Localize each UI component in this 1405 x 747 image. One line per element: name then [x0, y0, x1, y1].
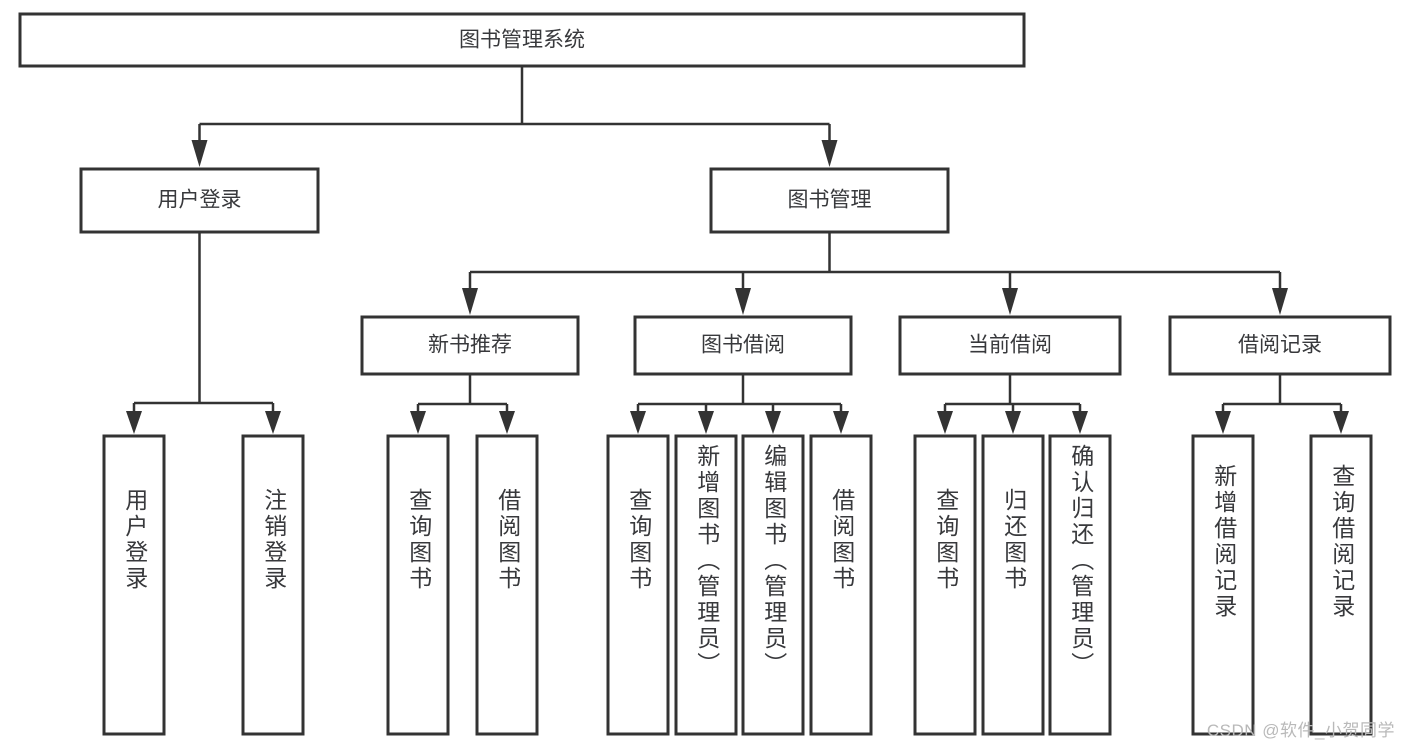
arrow-icon-records-leaf2 — [1333, 411, 1349, 434]
arrow-icon-current-leaf2 — [1005, 411, 1021, 434]
node-book-borrow[interactable]: 图书借阅 — [633, 315, 853, 376]
leaf-box-confirm-return-admin[interactable] — [1048, 434, 1112, 736]
node-book-management-box[interactable] — [709, 167, 950, 234]
node-current-borrow[interactable]: 当前借阅 — [898, 315, 1122, 376]
node-book-borrow-label: 图书借阅 — [701, 334, 785, 357]
arrow-icon-borrow-leaf2 — [698, 411, 714, 434]
leaf-box-user-login[interactable] — [102, 434, 166, 736]
leaf-box-query-book-rec[interactable] — [386, 434, 450, 736]
node-current-borrow-label: 当前借阅 — [968, 334, 1052, 357]
connector-group — [126, 66, 1349, 434]
arrow-icon-new-books-leaf2 — [499, 411, 515, 434]
node-root[interactable]: 图书管理系统 — [18, 12, 1026, 68]
arrow-icon-user-login-leaf1 — [126, 411, 142, 434]
leaf-box-return-book[interactable] — [981, 434, 1045, 736]
arrow-icon-new-books-leaf1 — [410, 411, 426, 434]
leaf-box-group — [102, 434, 1373, 736]
node-book-borrow-box[interactable] — [633, 315, 853, 376]
arrow-icon-current-leaf3 — [1072, 411, 1088, 434]
node-book-management-label: 图书管理 — [788, 189, 872, 212]
node-borrow-records-label: 借阅记录 — [1238, 334, 1322, 357]
arrow-icon-records-leaf1 — [1215, 411, 1231, 434]
arrow-icon-to-borrow — [735, 288, 751, 315]
node-new-book-recommend-label: 新书推荐 — [428, 334, 512, 357]
node-user-login[interactable]: 用户登录 — [79, 167, 320, 234]
arrow-icon-borrow-leaf1 — [630, 411, 646, 434]
leaf-box-add-borrow-record[interactable] — [1191, 434, 1255, 736]
arrow-icon-user-login-leaf2 — [265, 411, 281, 434]
arrow-icon-current-leaf1 — [937, 411, 953, 434]
node-user-login-box[interactable] — [79, 167, 320, 234]
watermark-text: CSDN @软件_小贺同学 — [1206, 721, 1395, 740]
node-new-book-recommend-box[interactable] — [360, 315, 580, 376]
arrow-icon-to-new-books — [462, 288, 478, 315]
leaf-box-borrow-book-rec[interactable] — [475, 434, 539, 736]
node-borrow-records[interactable]: 借阅记录 — [1168, 315, 1392, 376]
leaf-box-edit-book-admin[interactable] — [741, 434, 805, 736]
arrow-icon-borrow-leaf3 — [765, 411, 781, 434]
arrow-icon-root-to-user-login — [191, 140, 208, 167]
node-new-book-recommend[interactable]: 新书推荐 — [360, 315, 580, 376]
leaf-box-add-book-admin[interactable] — [674, 434, 738, 736]
arrow-icon-borrow-leaf4 — [833, 411, 849, 434]
arrow-icon-root-to-book-mgmt — [821, 140, 838, 167]
node-current-borrow-box[interactable] — [898, 315, 1122, 376]
leaf-box-query-borrow-record[interactable] — [1309, 434, 1373, 736]
node-user-login-label: 用户登录 — [158, 189, 242, 212]
leaf-box-query-book-borrow[interactable] — [606, 434, 670, 736]
leaf-box-logout[interactable] — [241, 434, 305, 736]
node-root-label: 图书管理系统 — [459, 29, 585, 52]
arrow-icon-to-records — [1272, 288, 1288, 315]
node-book-management[interactable]: 图书管理 — [709, 167, 950, 234]
leaf-box-borrow-book[interactable] — [809, 434, 873, 736]
node-borrow-records-box[interactable] — [1168, 315, 1392, 376]
node-root-box[interactable] — [18, 12, 1026, 68]
leaf-box-query-book-current[interactable] — [913, 434, 977, 736]
arrow-icon-to-current — [1002, 288, 1018, 315]
